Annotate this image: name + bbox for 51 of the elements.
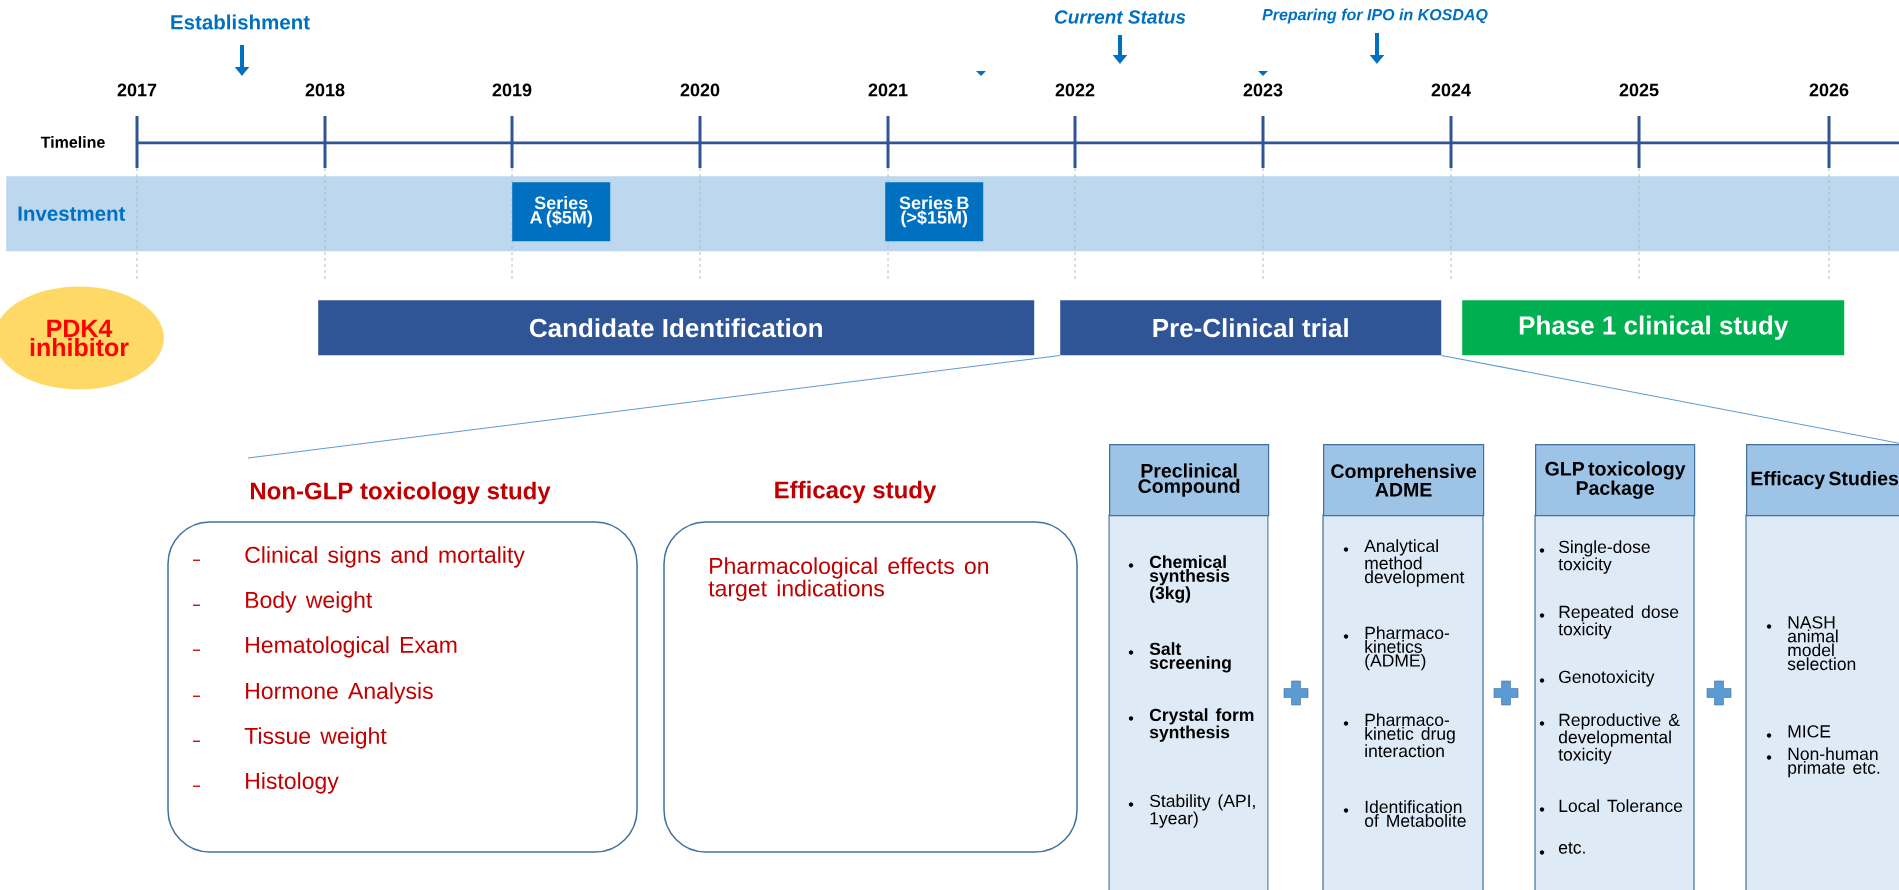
list-item: NASH animal model selection xyxy=(1787,616,1856,671)
year-label: 2017 xyxy=(117,83,157,97)
list-item: Crystal form synthesis xyxy=(1149,708,1254,742)
list-item: etc. xyxy=(1558,842,1585,854)
list-item: Chemical synthesis (3kg) xyxy=(1149,555,1230,603)
annotation-text: Current Status xyxy=(1054,10,1186,24)
column-header: Comprehensive ADME xyxy=(1323,444,1485,517)
annotation-text: Establishment xyxy=(171,14,310,30)
list-item: Local Tolerance xyxy=(1559,799,1683,813)
list-item: Hormone Analysis xyxy=(246,682,433,704)
ellipse-badge: PDK4 inhibitor xyxy=(0,286,164,390)
list-item: Stability (API, 1year) xyxy=(1150,794,1255,828)
phase-bar: Candidate Identification xyxy=(318,300,1035,356)
year-label: 2020 xyxy=(680,83,720,97)
list-item: Hematological Exam xyxy=(246,636,457,658)
year-label: 2022 xyxy=(1055,83,1095,97)
year-label: 2019 xyxy=(492,83,532,97)
list-item: Analytical method development xyxy=(1364,539,1465,587)
list-item: Genotoxicity xyxy=(1559,670,1655,687)
list-item: Repeated dose toxicity xyxy=(1558,605,1679,639)
phase-bar: Pre-Clinical trial xyxy=(1060,300,1442,356)
funding-box: Series B (>$15M) xyxy=(885,182,984,242)
box-heading: Non-GLP toxicology study xyxy=(250,481,551,505)
year-label: 2024 xyxy=(1431,83,1471,97)
list-item: Histology xyxy=(246,772,339,794)
list-item: Reproductive & developmental toxicity xyxy=(1558,713,1680,765)
list-item: Salt screening xyxy=(1149,642,1231,673)
year-label: 2025 xyxy=(1619,83,1659,97)
list-item: Non-human primate etc. xyxy=(1788,747,1880,778)
phase-bar: Phase 1 clinical study xyxy=(1462,300,1845,356)
body-text: Pharmacological effects on target indications xyxy=(708,557,988,602)
funding-box: Series A ($5M) xyxy=(512,182,611,242)
year-label: 2021 xyxy=(868,83,908,97)
year-label: 2018 xyxy=(305,83,345,97)
box-heading: Efficacy study xyxy=(775,480,937,504)
list-item: MICE xyxy=(1788,725,1831,738)
year-label: 2026 xyxy=(1809,83,1849,97)
list-item: Body weight xyxy=(246,591,373,613)
list-item: Identification of Metabolite xyxy=(1364,800,1466,827)
column-header: Efficacy Studies xyxy=(1746,444,1899,517)
column-header: Preclinical Compound xyxy=(1109,444,1270,517)
leader-line xyxy=(247,354,1061,459)
list-item: Pharmaco-kinetics (ADME) xyxy=(1365,626,1449,671)
annotation-text: Preparing for IPO in KOSDAQ xyxy=(1262,8,1488,24)
axis-label: Timeline xyxy=(40,136,105,148)
list-item: Clinical signs and mortality xyxy=(245,546,525,568)
list-item: Pharmaco-kinetic drug interaction xyxy=(1365,713,1455,758)
list-item: Tissue weight xyxy=(244,727,387,749)
year-label: 2023 xyxy=(1243,83,1283,97)
column-header: GLP toxicology Package xyxy=(1535,444,1696,517)
list-item: Single-dose toxicity xyxy=(1558,540,1650,574)
